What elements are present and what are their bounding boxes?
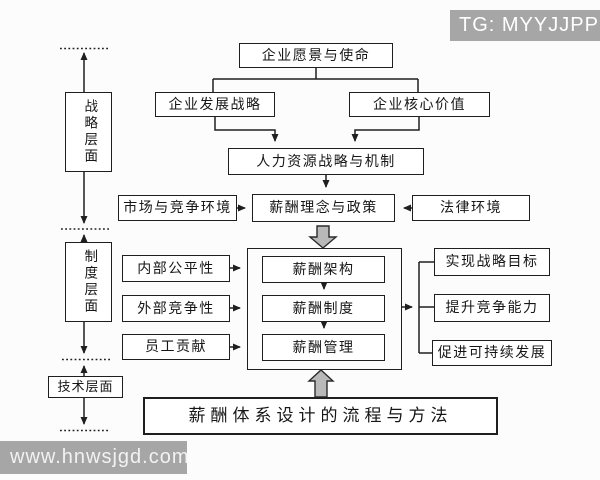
node-development-strategy: 企业发展战略 <box>155 92 275 117</box>
node-enhance-competitiveness: 提升竞争能力 <box>434 294 550 322</box>
node-market-environment: 市场与竞争环境 <box>118 195 237 221</box>
node-core-values: 企业核心价值 <box>349 92 490 117</box>
node-pay-system: 薪酬制度 <box>262 295 385 322</box>
pay-container <box>247 248 402 370</box>
node-internal-fairness: 内部公平性 <box>122 255 230 282</box>
middle-connectors <box>230 261 434 354</box>
left-rail <box>60 47 110 432</box>
node-pay-philosophy: 薪酬理念与政策 <box>252 194 395 222</box>
thick-arrows <box>307 225 338 398</box>
level-strategy: 战略层面 <box>65 92 112 172</box>
top-connectors <box>212 68 420 212</box>
node-hr-strategy: 人力资源战略与机制 <box>228 148 424 175</box>
up-arrow-icon <box>307 369 335 398</box>
level-institution: 制度层面 <box>65 242 112 322</box>
node-vision: 企业愿景与使命 <box>239 43 393 68</box>
level-technique: 技术层面 <box>48 376 123 398</box>
node-employee-contribution: 员工贡献 <box>122 334 230 360</box>
node-achieve-strategic-goals: 实现战略目标 <box>434 248 550 276</box>
node-promote-sustainability: 促进可持续发展 <box>432 340 552 366</box>
node-legal-environment: 法律环境 <box>412 195 530 221</box>
node-external-competitiveness: 外部竞争性 <box>122 295 230 322</box>
site-watermark: www.hnwsjgd.com <box>0 441 189 474</box>
tg-watermark-badge: TG: MYYJJPP <box>450 10 600 41</box>
node-pay-architecture: 薪酬架构 <box>262 256 385 283</box>
node-process-and-methods: 薪酬体系设计的流程与方法 <box>143 397 498 435</box>
down-arrow-icon <box>308 225 338 249</box>
node-pay-management: 薪酬管理 <box>262 334 385 361</box>
